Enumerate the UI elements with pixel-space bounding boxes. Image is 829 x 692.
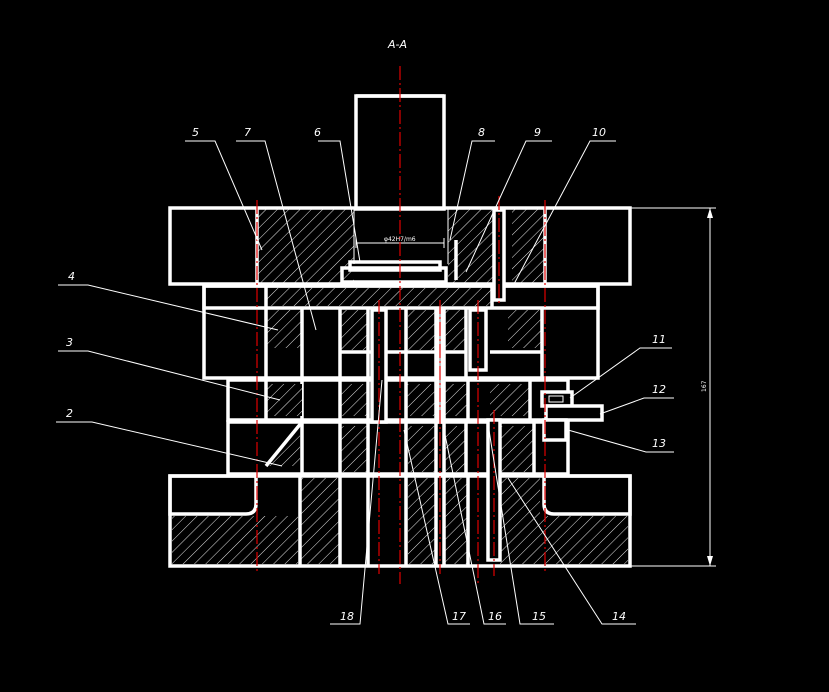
- height-dimension: 167: [630, 207, 716, 567]
- centerlines: [256, 66, 546, 584]
- callout-5: 5: [192, 126, 199, 139]
- callout-13: 13: [652, 437, 666, 450]
- lower-die-plate: [226, 420, 570, 476]
- stop-pin-assembly: [540, 390, 604, 442]
- callout-9: 9: [534, 126, 541, 139]
- callout-11: 11: [652, 333, 666, 346]
- stripper-plate: [202, 284, 600, 420]
- callout-17: 17: [452, 610, 466, 623]
- callout-10: 10: [592, 126, 606, 139]
- callout-15: 15: [532, 610, 546, 623]
- height-value: 167: [701, 380, 708, 392]
- leader-lines: [56, 140, 674, 625]
- lower-die-holder: [168, 474, 632, 568]
- callout-3: 3: [66, 336, 73, 349]
- callout-4: 4: [68, 270, 75, 283]
- fit-annotation: φ42H7/m6: [384, 236, 416, 243]
- backing-plate: [340, 260, 448, 284]
- callout-7: 7: [244, 126, 251, 139]
- punch-plate: [202, 284, 600, 310]
- callout-14: 14: [612, 610, 626, 623]
- callout-8: 8: [478, 126, 485, 139]
- callout-2: 2: [66, 407, 73, 420]
- section-title: A-A: [387, 38, 407, 51]
- callout-18: 18: [340, 610, 354, 623]
- callout-16: 16: [488, 610, 502, 623]
- callout-6: 6: [314, 126, 321, 139]
- callout-12: 12: [652, 383, 666, 396]
- callout-labels: 5 7 6 8 9 10 4 3 2 11 12 13 18 17 16 15 14: [66, 126, 666, 623]
